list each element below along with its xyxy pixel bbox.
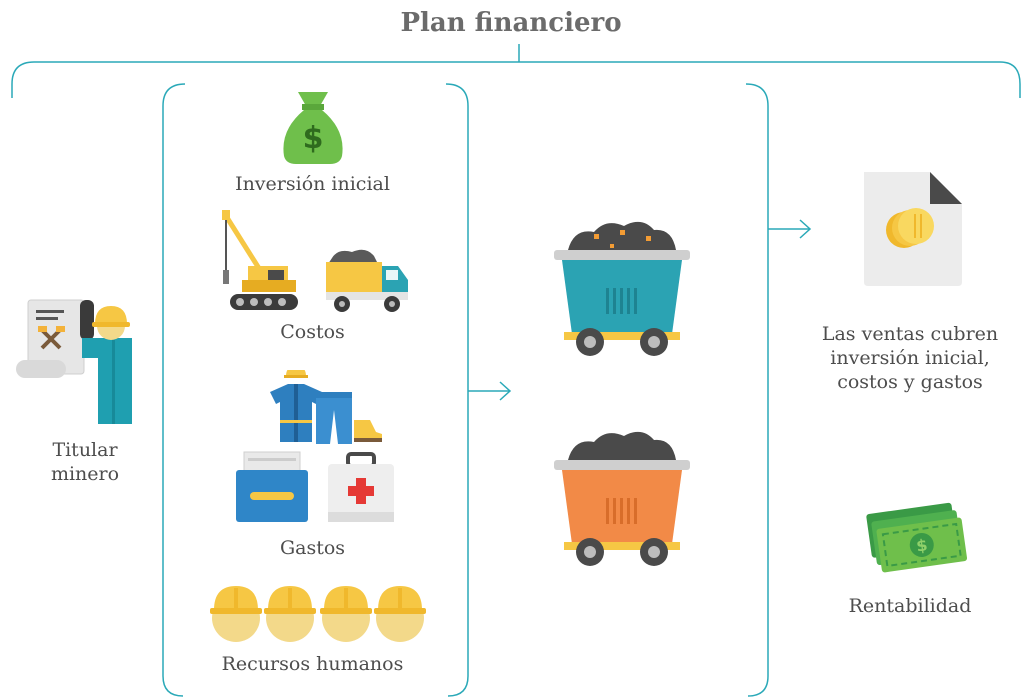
- rentabilidad-label: Rentabilidad: [848, 595, 972, 617]
- banknotes-icon: $: [866, 502, 968, 573]
- money-bag-icon: $: [283, 92, 343, 164]
- banknote-symbol: $: [915, 535, 929, 555]
- costos-label: Costos: [280, 321, 345, 343]
- worker-head-1: [210, 586, 262, 642]
- crane-icon: [222, 210, 298, 310]
- card-file-box-icon: [236, 451, 308, 522]
- miner-with-plan-icon: [16, 299, 132, 424]
- ventas-label: Las ventas cubren inversión inicial, cos…: [821, 323, 999, 393]
- first-aid-kit-icon: [328, 452, 394, 522]
- inversion-inicial-label: Inversión inicial: [235, 173, 390, 195]
- page-title: Plan financiero: [400, 8, 622, 38]
- mine-cart-teal-icon: [554, 221, 690, 356]
- titular-minero-label: Titular minero: [50, 439, 120, 485]
- dump-truck-icon: [326, 249, 408, 312]
- workers-heads-icon: [210, 586, 426, 642]
- work-clothes-icon: [270, 370, 382, 444]
- mine-cart-orange-icon: [554, 431, 690, 566]
- money-bag-symbol: $: [303, 121, 324, 156]
- coins-stack: [886, 208, 934, 248]
- recursos-humanos-label: Recursos humanos: [221, 653, 404, 675]
- gastos-label: Gastos: [279, 537, 346, 559]
- document-coins-icon: [864, 172, 962, 286]
